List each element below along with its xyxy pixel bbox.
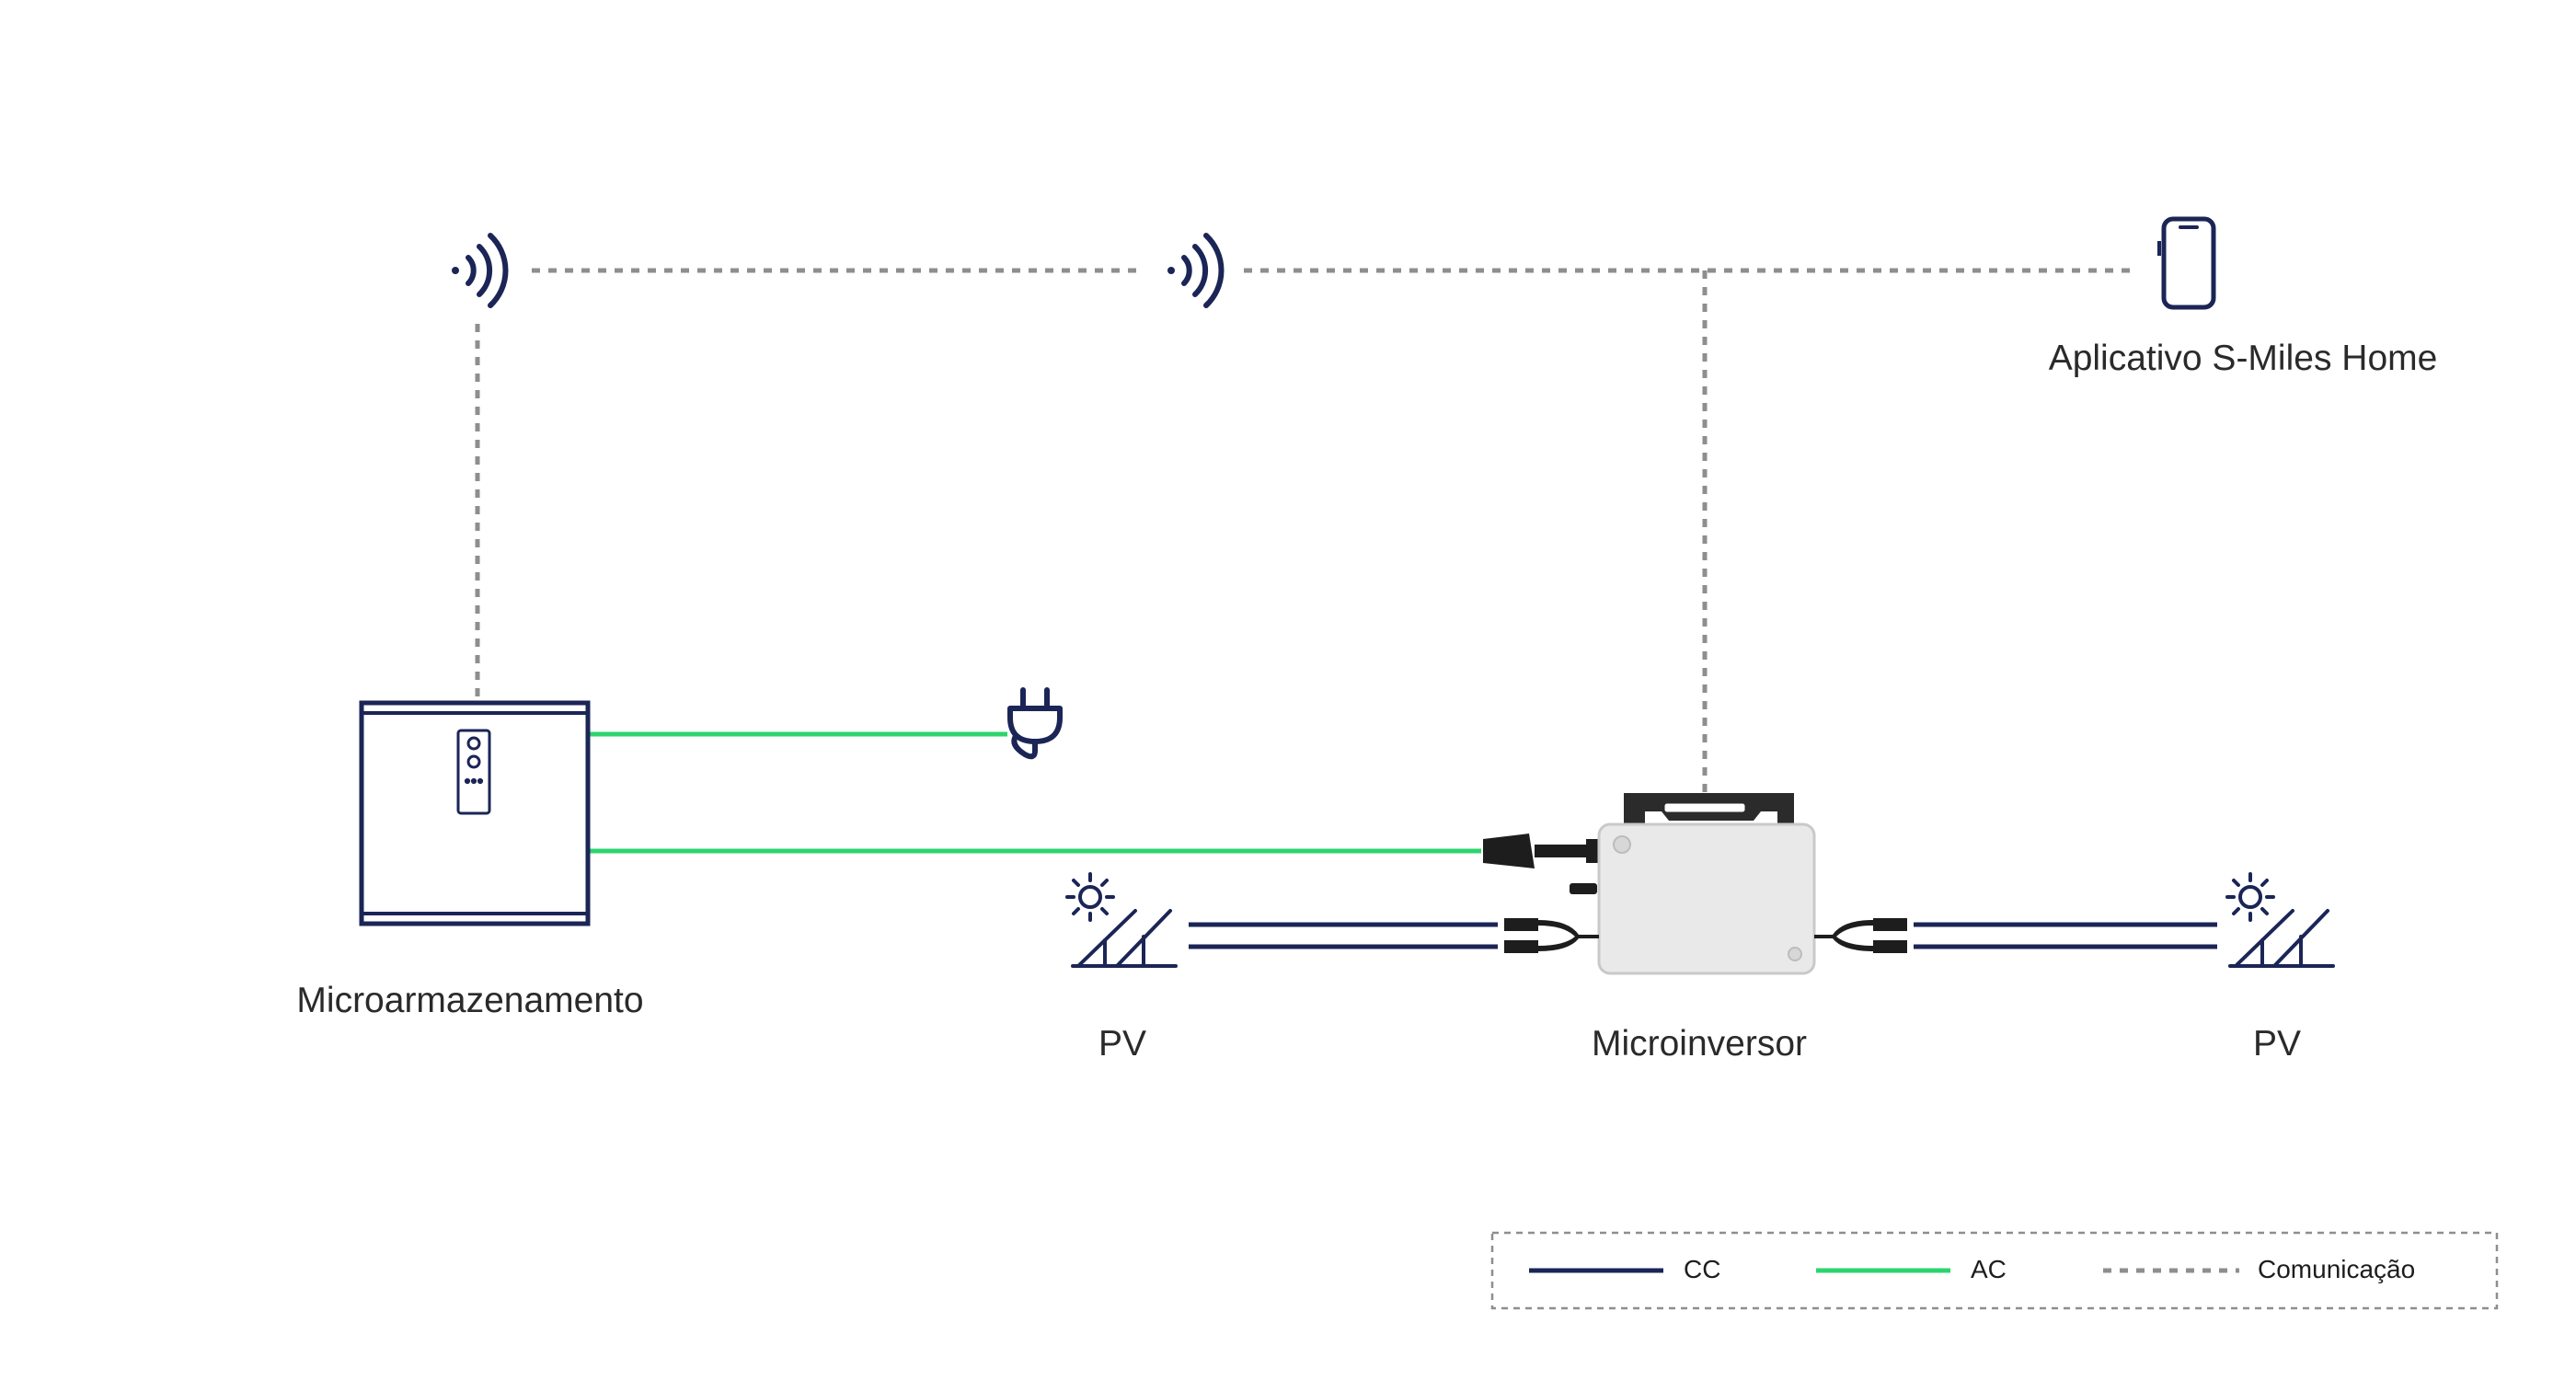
dc-connector-right [1814,916,1914,955]
legend-label-dc: CC [1684,1255,1721,1283]
solar-panel-icon [2228,909,2335,968]
label-pv-right: PV [2252,1024,2302,1064]
dc-connector-left [1498,916,1599,955]
wifi-signal-icon [452,233,509,308]
ac-lines [589,731,1481,854]
label-app: Aplicativo S-Miles Home [2048,339,2438,378]
power-plug-icon [1007,687,1063,760]
solar-panel-icon [1071,909,1178,968]
legend [1490,1231,2499,1310]
label-inverter: Microinversor [1591,1024,1808,1064]
label-storage: Microarmazenamento [296,981,644,1020]
label-pv-left: PV [1098,1024,1147,1064]
sun-icon [1065,872,1115,922]
dc-lines [1189,922,2217,949]
microinverter-device [1483,793,1914,975]
smartphone-icon [2157,216,2216,310]
legend-label-comm: Comunicação [2258,1255,2416,1283]
wifi-signal-icon [1167,233,1225,308]
sun-icon [2225,872,2275,922]
legend-label-ac: AC [1971,1255,2007,1283]
storage-panel-indicator [456,729,491,815]
storage-unit [359,700,591,926]
communication-lines [475,268,2134,810]
